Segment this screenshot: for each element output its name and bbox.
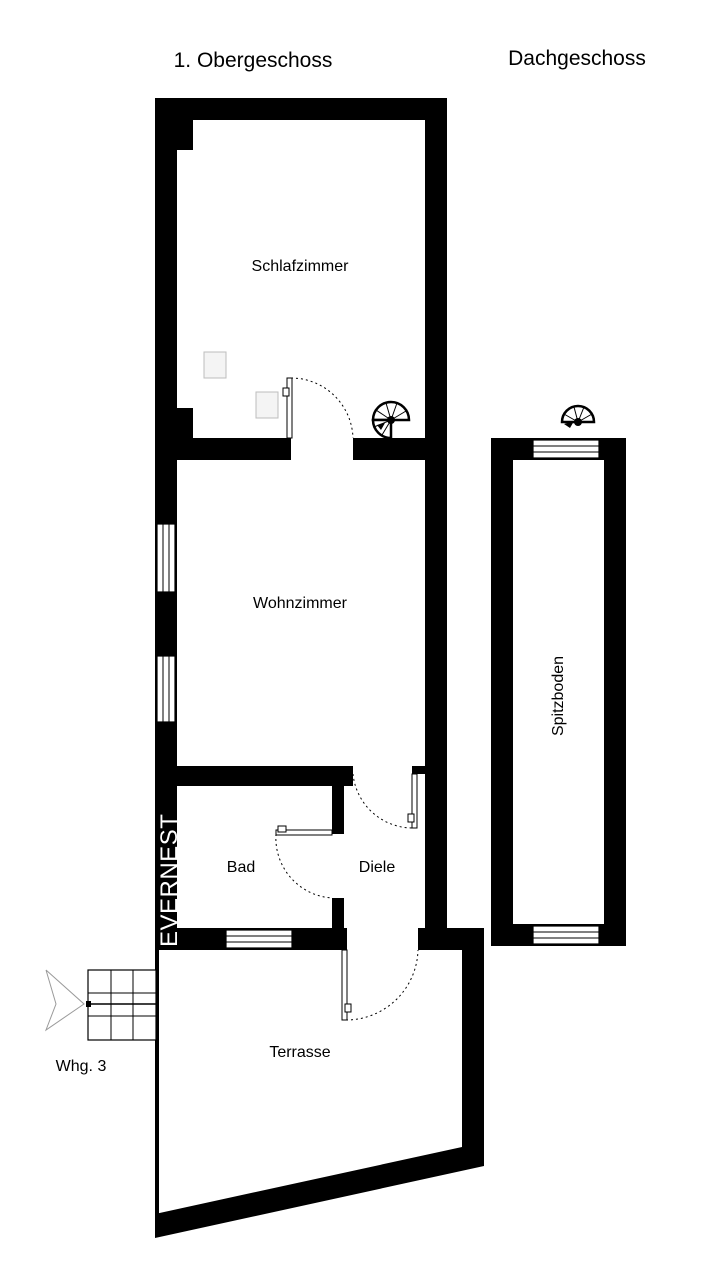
room-label-spitzboden: Spitzboden [550,656,567,736]
spiral-stair-attic-icon [560,404,596,428]
window-attic-top [532,439,600,459]
room-label-diele: Diele [359,859,396,876]
upper-floor-walls [155,98,484,950]
floor-title-attic: Dachgeschoss [508,47,646,70]
exterior-stairs [86,969,157,1041]
spiral-stair-icon [371,400,411,440]
window-attic-bottom [532,925,600,945]
window-living-upper [156,523,176,593]
room-label-wohnzimmer: Wohnzimmer [253,595,348,612]
floor-title-upper: 1. Obergeschoss [174,49,333,72]
terrace-walls [155,928,484,1238]
door-bath [275,825,333,899]
window-bath [225,929,293,949]
door-living-diele [352,773,418,829]
room-label-schlafzimmer: Schlafzimmer [252,258,350,275]
fixture-square-2 [255,391,279,419]
entry-arrow-icon [44,969,85,1032]
room-label-bad: Bad [227,859,255,876]
room-label-terrasse: Terrasse [269,1044,330,1061]
door-terrace [341,949,419,1021]
unit-label: Whg. 3 [56,1058,107,1075]
brand-label: EVERNEST [156,814,183,947]
door-bedroom [282,377,354,439]
window-living-lower [156,655,176,723]
fixture-square-1 [203,351,227,379]
